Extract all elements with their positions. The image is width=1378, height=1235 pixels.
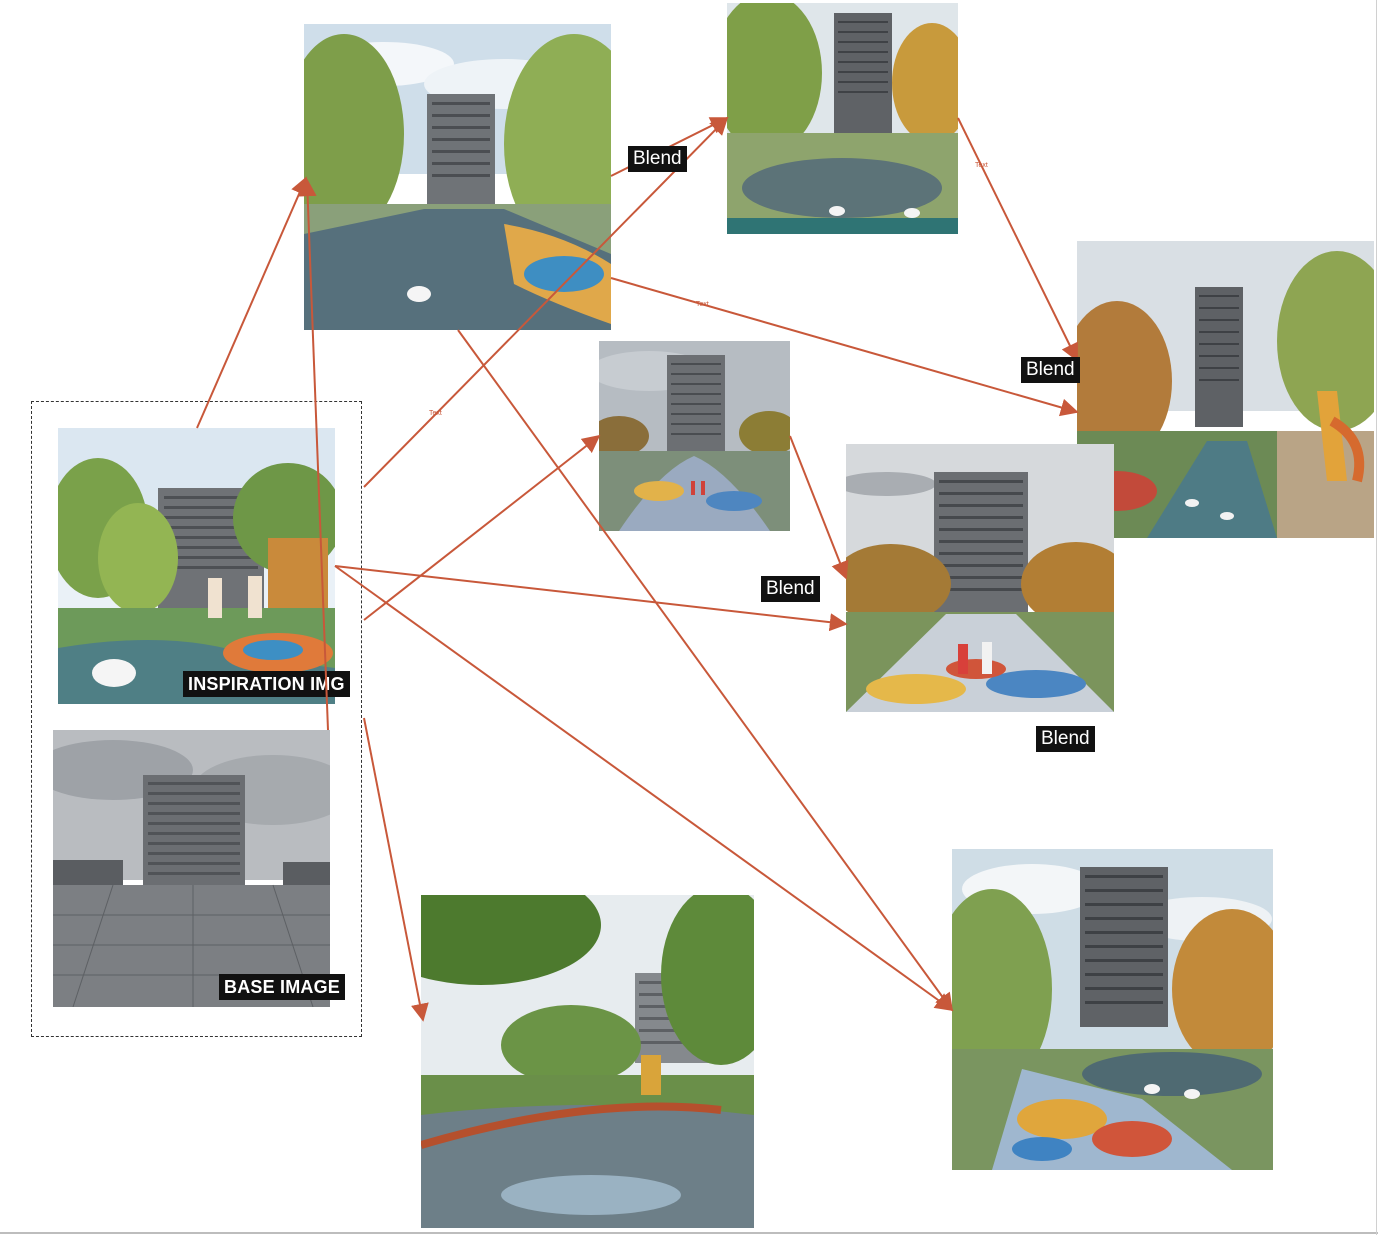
generated-image-a-art	[304, 24, 611, 330]
arrow-inspiration-to-gen-g[interactable]	[334, 565, 954, 1012]
arrow-gen-a-to-gen-d[interactable]	[610, 277, 1079, 417]
generated-image-b[interactable]	[727, 3, 958, 234]
edge-text-label-1: Text	[975, 162, 988, 169]
arrow-group-to-gen-b[interactable]	[363, 116, 729, 488]
generated-image-e-art	[846, 444, 1114, 712]
generated-image-d-art	[1077, 241, 1374, 538]
input-group-frame[interactable]	[31, 401, 362, 1037]
generated-image-d[interactable]	[1077, 241, 1374, 538]
inspiration-label: INSPIRATION IMG	[183, 671, 350, 697]
arrow-inspiration-to-gen-a[interactable]	[196, 176, 308, 429]
arrow-gen-c-to-gen-e[interactable]	[789, 435, 849, 580]
blend-label-2: Blend	[1021, 357, 1080, 383]
right-divider	[1376, 0, 1377, 1235]
blend-label-3: Blend	[761, 576, 820, 602]
base-label: BASE IMAGE	[219, 974, 346, 1000]
generated-image-b-art	[727, 3, 958, 234]
blend-label-4: Blend	[1036, 726, 1095, 752]
arrow-base-to-gen-a[interactable]	[298, 178, 329, 731]
edge-text-label-2: Text	[696, 301, 709, 308]
bottom-divider	[0, 1232, 1378, 1234]
arrow-inspiration-to-gen-e[interactable]	[334, 565, 848, 632]
generated-image-f-art	[421, 895, 754, 1228]
generated-image-f[interactable]	[421, 895, 754, 1228]
generated-image-c[interactable]	[599, 341, 790, 531]
arrow-group-to-gen-c[interactable]	[363, 434, 601, 621]
arrow-group-to-gen-f[interactable]	[363, 717, 429, 1022]
generated-image-g[interactable]	[952, 849, 1273, 1170]
blend-label-1: Blend	[628, 146, 687, 172]
generated-image-c-art	[599, 341, 790, 531]
edge-text-label-3: Text	[429, 410, 442, 417]
arrow-gen-b-to-gen-d[interactable]	[957, 117, 1078, 362]
generated-image-g-art	[952, 849, 1273, 1170]
arrow-gen-a-to-gen-g[interactable]	[457, 329, 954, 1012]
generated-image-a[interactable]	[304, 24, 611, 330]
base-image-art	[53, 730, 330, 1007]
generated-image-e[interactable]	[846, 444, 1114, 712]
base-image[interactable]	[53, 730, 330, 1007]
